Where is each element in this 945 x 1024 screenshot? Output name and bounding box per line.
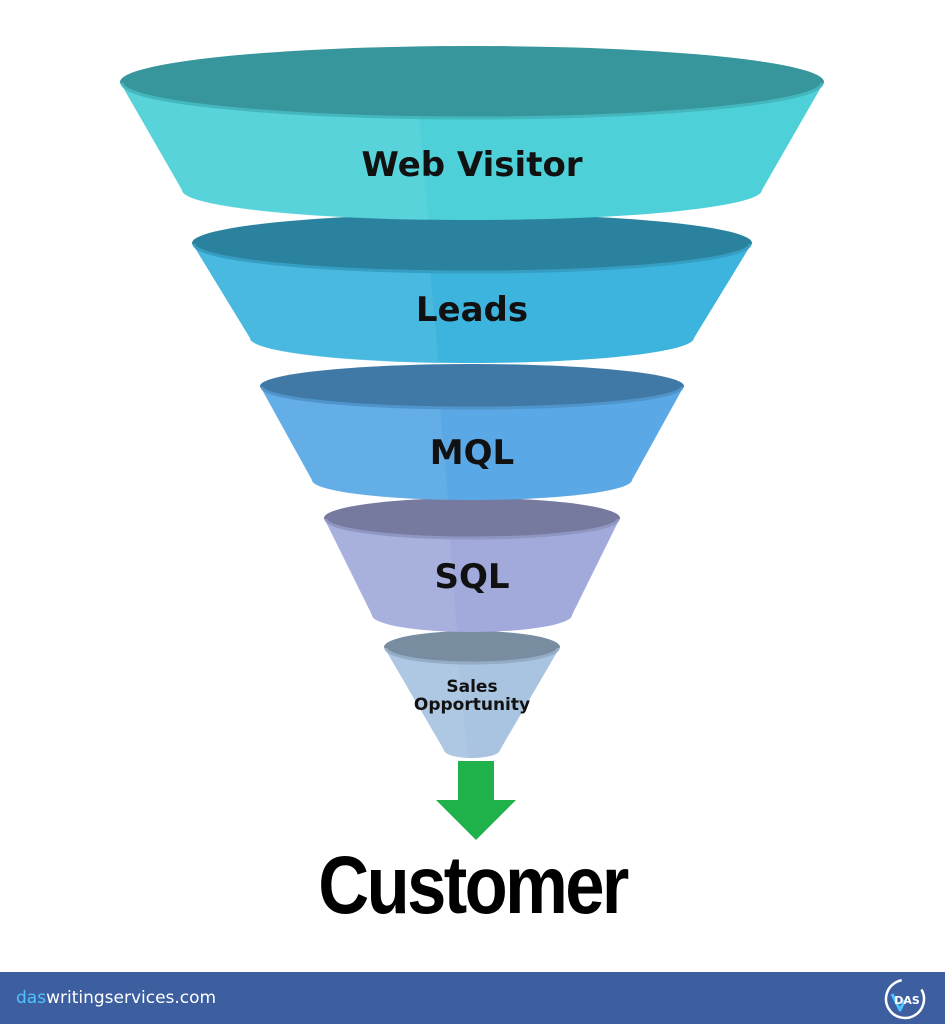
- funnel-stage-rim: [324, 498, 620, 538]
- funnel-stage: SQL: [324, 498, 620, 632]
- funnel-stage-label: Opportunity: [414, 695, 530, 715]
- das-logo-icon: DAS: [884, 978, 926, 1020]
- funnel-stage-lip: [384, 647, 560, 665]
- funnel-stage-rim: [192, 214, 752, 272]
- funnel-stage-highlight: [260, 386, 448, 500]
- customer-label: Customer: [318, 840, 629, 931]
- funnel-stage-label: MQL: [430, 433, 514, 473]
- funnel-stage: MQL: [260, 364, 684, 500]
- funnel-stage-lip: [260, 386, 684, 410]
- arrow-down-icon: [436, 761, 516, 840]
- funnel-stage-label: Leads: [416, 290, 528, 330]
- funnel-stage-rim: [384, 631, 560, 663]
- funnel-stage: Web Visitor: [120, 46, 824, 220]
- footer-site-prefix: das: [16, 988, 47, 1008]
- funnel-stage-label: SQL: [434, 557, 509, 597]
- funnel-stage-lip: [324, 518, 620, 540]
- footer-website-link[interactable]: daswritingservices.com: [16, 986, 216, 1010]
- funnel-stage-highlight: [384, 647, 468, 758]
- funnel-stage-rim: [260, 364, 684, 408]
- funnel-stage-lip: [120, 82, 824, 120]
- funnel-stage-label: Web Visitor: [361, 145, 582, 185]
- footer-bar: daswritingservices.com DAS: [0, 972, 945, 1024]
- funnel-stage-highlight: [324, 518, 457, 632]
- funnel-stage-label: Sales: [446, 677, 497, 697]
- footer-site-rest: writingservices.com: [46, 988, 217, 1008]
- funnel-stage-highlight: [192, 243, 439, 363]
- funnel-stage: Leads: [192, 214, 752, 363]
- funnel-stage-rim: [120, 46, 824, 118]
- funnel-stage-lip: [192, 243, 752, 274]
- das-logo-text: DAS: [894, 994, 920, 1007]
